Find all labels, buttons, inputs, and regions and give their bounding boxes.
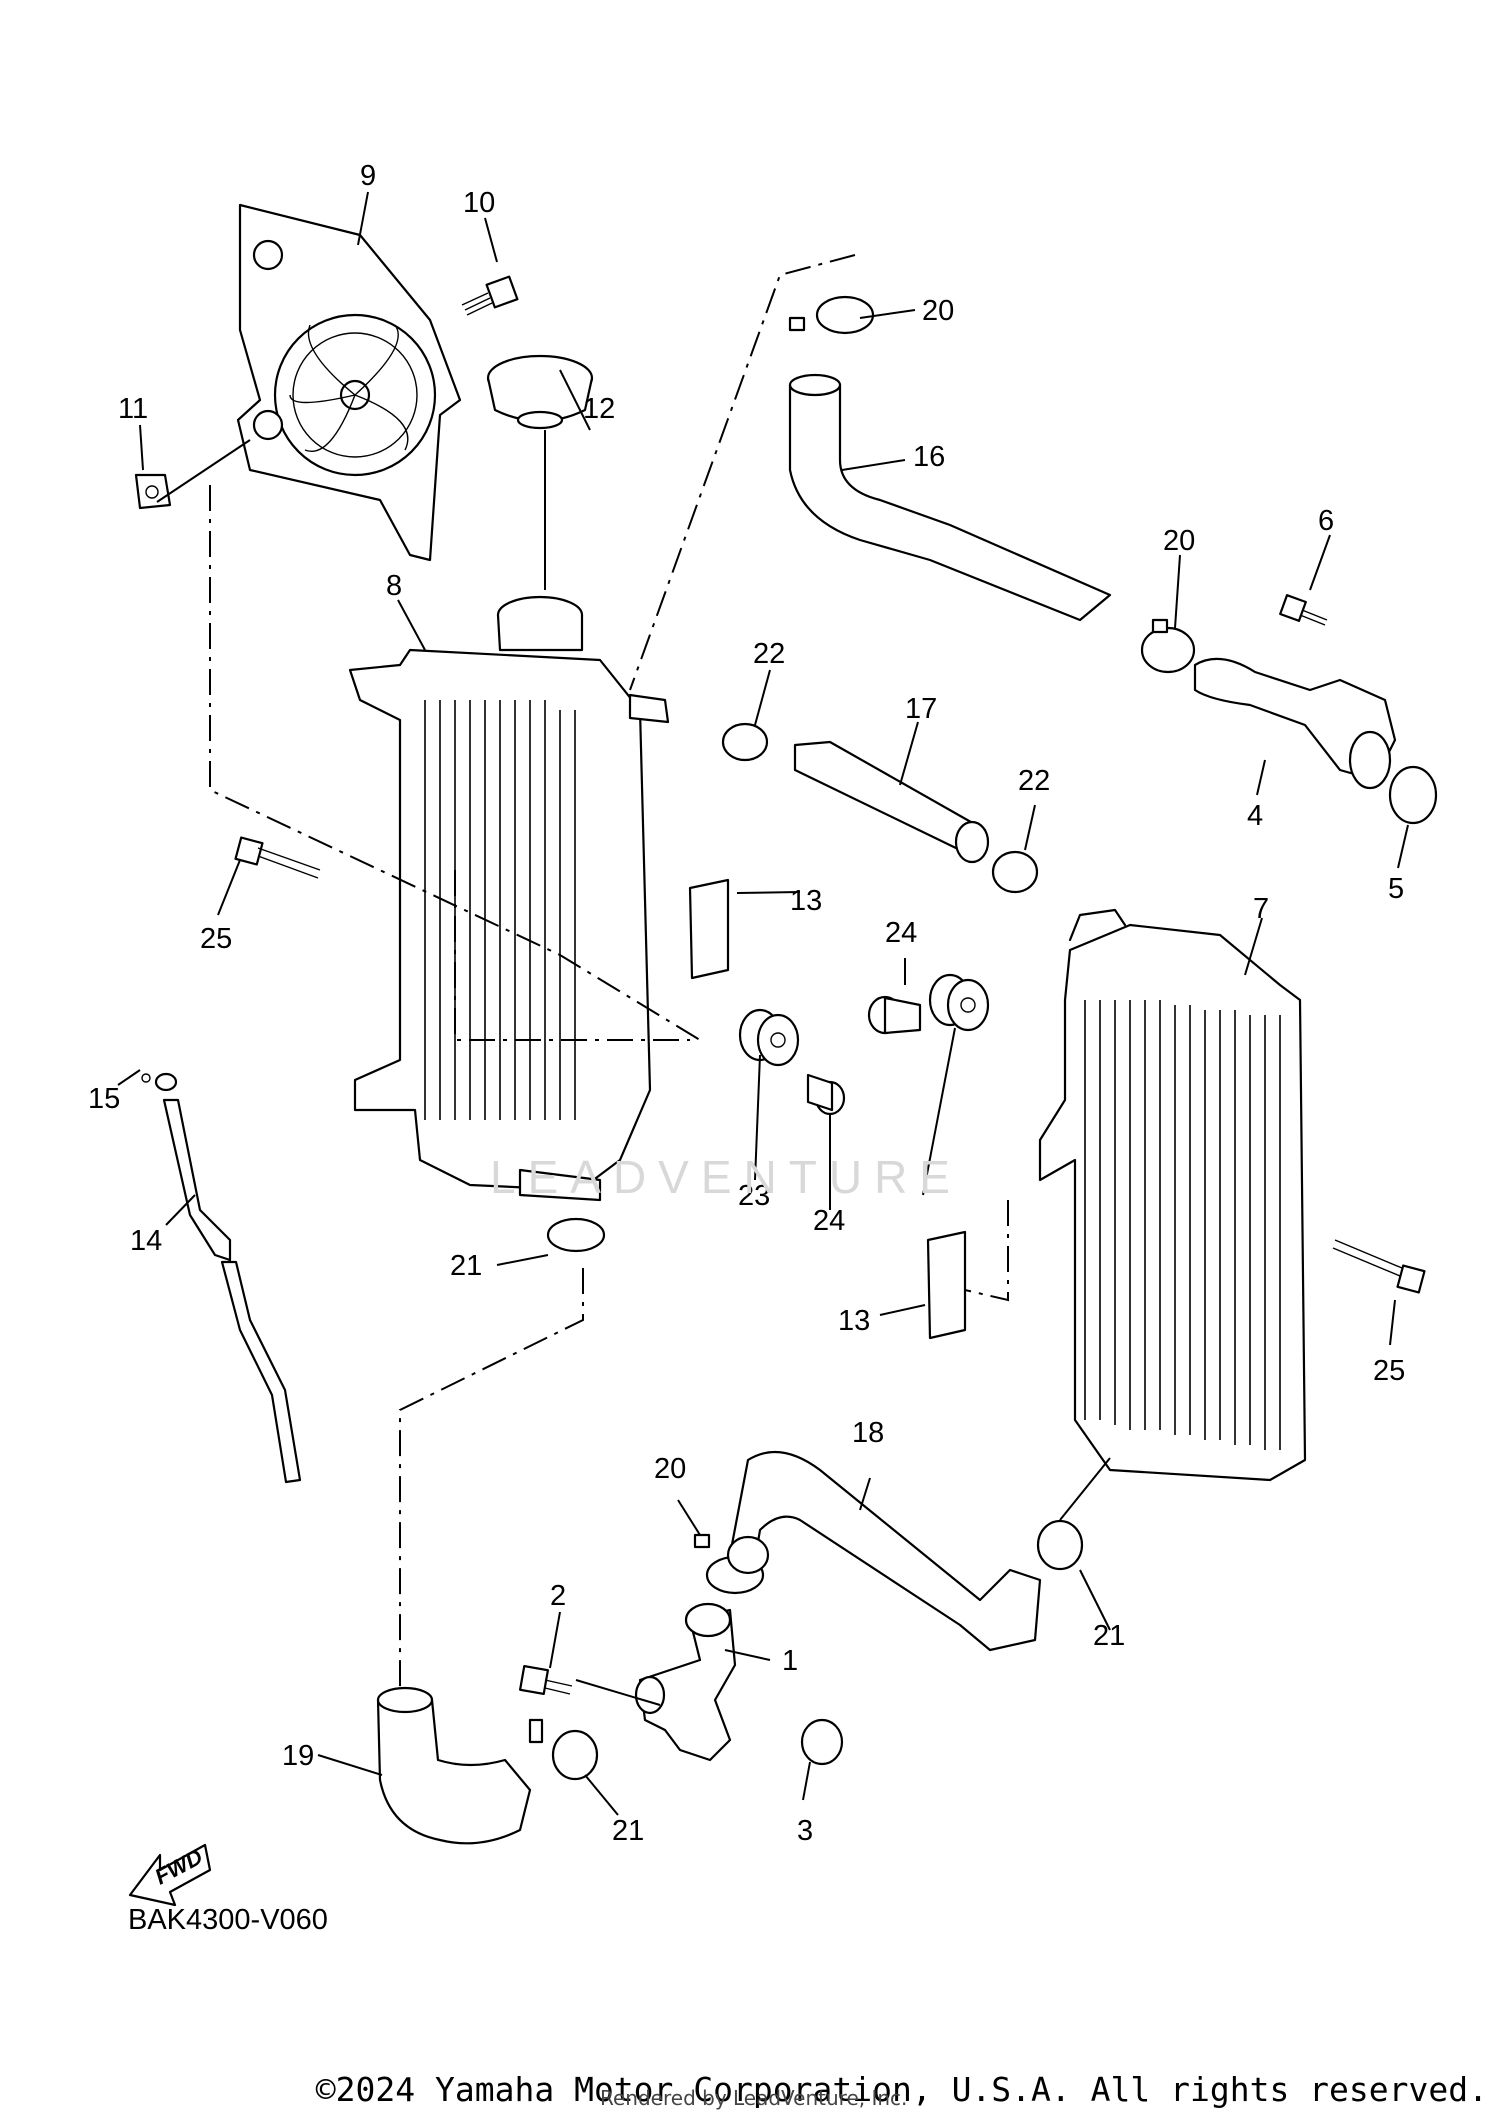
callout-6: 6	[1318, 505, 1334, 537]
guide-lines	[209, 254, 1009, 1690]
clamp-22-lower-icon	[991, 850, 1039, 894]
callout-13-lower: 13	[838, 1305, 870, 1337]
callout-25-left: 25	[200, 923, 232, 955]
clamp-22-upper-icon	[721, 722, 769, 762]
callout-24-lower: 24	[813, 1205, 845, 1237]
bolt-6-icon	[1279, 594, 1328, 626]
left-radiator-icon	[348, 595, 670, 1202]
hose-19-icon	[376, 1686, 532, 1845]
breather-hose-14-icon	[162, 1098, 302, 1484]
callout-20-top: 20	[922, 295, 954, 327]
callout-19: 19	[282, 1740, 314, 1772]
left-radiator-fins	[424, 700, 576, 1120]
callout-5: 5	[1388, 873, 1404, 905]
bracket-13-upper-icon	[688, 878, 730, 980]
bolt-2-icon	[518, 1664, 573, 1696]
callout-20-bottom: 20	[654, 1453, 686, 1485]
right-radiator-icon	[1038, 908, 1307, 1482]
joint-1-icon	[634, 1602, 737, 1762]
clamp-20-mid-icon	[1140, 618, 1196, 674]
callout-16: 16	[913, 441, 945, 473]
nut-11-icon	[134, 473, 172, 510]
clamp-21-right-icon	[1036, 1519, 1084, 1571]
o-ring-5-icon	[1388, 765, 1438, 825]
right-radiator-fins	[1084, 1000, 1281, 1450]
collar-24-right-icon	[867, 995, 922, 1035]
callout-2: 2	[550, 1580, 566, 1612]
leader-lines	[117, 191, 1409, 1816]
callout-25-right: 25	[1373, 1355, 1405, 1387]
forward-arrow-icon: FWD	[128, 1844, 212, 1907]
clip-15-icon	[141, 1072, 178, 1092]
callout-14: 14	[130, 1225, 162, 1257]
grommet-23-left-icon	[738, 1008, 800, 1067]
callout-10: 10	[463, 187, 495, 219]
collar-24-left-icon	[806, 1073, 846, 1116]
clamp-21-top-icon	[546, 1217, 606, 1253]
hose-18-icon	[726, 1450, 1042, 1652]
rendered-by-notice: Rendered by LeadVenture, Inc.	[600, 2086, 908, 2110]
callout-20-mid: 20	[1163, 525, 1195, 557]
bracket-13-lower-icon	[926, 1230, 967, 1340]
bolt-25-right-icon	[1332, 1239, 1426, 1294]
callout-3: 3	[797, 1815, 813, 1847]
callout-23-left: 23	[738, 1180, 770, 1212]
callout-labels: 9 10 11 12 20 16 6 20 8 22 17 4 5 22 13 …	[88, 160, 1405, 1847]
pipe-4-icon	[1193, 657, 1397, 790]
radiator-cap-12-icon	[486, 354, 594, 430]
callout-1: 1	[782, 1645, 798, 1677]
callout-12: 12	[583, 393, 615, 425]
callout-15: 15	[88, 1083, 120, 1115]
callout-22-lower: 22	[1018, 765, 1050, 797]
hose-17-icon	[793, 740, 990, 864]
callout-13-upper: 13	[790, 885, 822, 917]
o-ring-3-icon	[800, 1718, 844, 1766]
clamp-21-bottom-icon	[528, 1718, 599, 1781]
callout-17: 17	[905, 693, 937, 725]
callout-7: 7	[1253, 893, 1269, 925]
leadventure-watermark: LEADVENTURE	[490, 1151, 962, 1203]
grommet-23-right-icon	[928, 973, 990, 1032]
fan-shroud-assembly	[236, 203, 462, 562]
callout-9: 9	[360, 160, 376, 192]
bolt-25-left-icon	[234, 836, 321, 879]
clamp-20-top-icon	[788, 295, 875, 335]
callout-22-upper: 22	[753, 638, 785, 670]
diagram-code: BAK4300-V060	[128, 1904, 328, 1936]
callout-21-right: 21	[1093, 1620, 1125, 1652]
callout-24-upper: 24	[885, 917, 917, 949]
callout-18: 18	[852, 1417, 884, 1449]
callout-11: 11	[118, 393, 148, 425]
copyright-notice: ©2024 Yamaha Motor Corporation, U.S.A. A…	[315, 2070, 1488, 2109]
bolt-10-icon	[461, 275, 519, 316]
callout-8: 8	[386, 570, 402, 602]
callout-21-bottom: 21	[612, 1815, 644, 1847]
callout-4: 4	[1247, 800, 1263, 832]
upper-hose-16-icon	[788, 373, 1112, 622]
callout-21-top: 21	[450, 1250, 482, 1282]
